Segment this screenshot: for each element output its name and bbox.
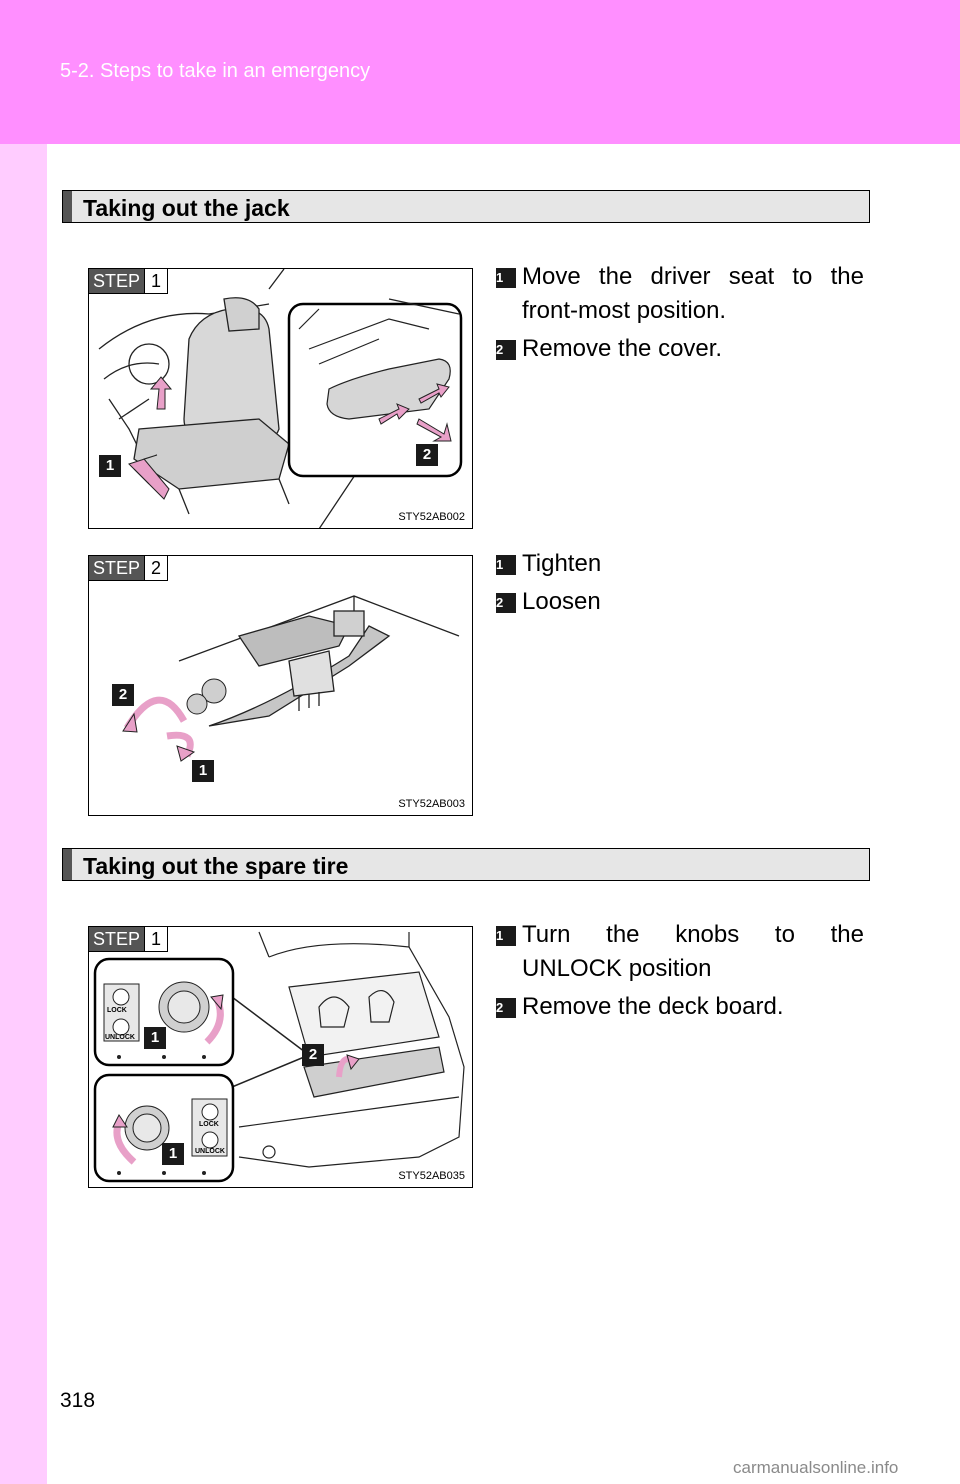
section-header-spare-tire: Taking out the spare tire	[62, 848, 870, 881]
section-header-jack: Taking out the jack	[62, 190, 870, 223]
instruction-item: 1 Turn the knobs to the UNLOCK position	[496, 918, 864, 986]
number-marker: 2	[496, 340, 516, 360]
step-number: 1	[144, 927, 168, 951]
callout-1: 1	[144, 1027, 166, 1049]
instruction-text: Remove the cover.	[522, 335, 723, 362]
figure-code: STY52AB002	[398, 511, 465, 523]
instruction-line: UNLOCK position	[522, 955, 712, 982]
jack-illustration	[122, 595, 460, 762]
number-marker: 2	[496, 593, 516, 613]
unlock-label: UNLOCK	[105, 1034, 135, 1041]
figure-code: STY52AB003	[398, 798, 465, 810]
section-title: Taking out the jack	[83, 195, 290, 221]
page-header: 5-2. Steps to take in an emergency	[0, 0, 960, 144]
instruction-item: 2 Loosen	[496, 585, 864, 619]
instruction-text: Loosen	[522, 588, 601, 615]
step-badge: STEP 1	[89, 927, 169, 952]
callout-1: 1	[192, 760, 214, 782]
figure-code: STY52AB035	[398, 1170, 465, 1182]
step-word: STEP	[89, 269, 145, 293]
callout-2: 2	[112, 684, 134, 706]
instruction-text: Tighten	[522, 550, 602, 577]
section-bar	[63, 191, 72, 222]
figure-step1-spare-tire: LOCK UNLOCK LOCK UNLOCK STEP 1 1 2 1 STY…	[88, 926, 473, 1188]
section-bar	[63, 849, 72, 880]
step-number: 2	[144, 556, 168, 580]
callout-2: 2	[302, 1044, 324, 1066]
trunk-illustration	[93, 931, 465, 1183]
figure-step1-jack: STEP 1 1 2 STY52AB002	[88, 268, 473, 529]
section-breadcrumb: 5-2. Steps to take in an emergency	[60, 60, 371, 82]
side-margin-strip	[0, 144, 47, 1484]
step-badge: STEP 1	[89, 269, 169, 294]
step-badge: STEP 2	[89, 556, 169, 581]
instructions-step1-jack: 1 Move the driver seat to the front-most…	[496, 260, 864, 370]
lock-label: LOCK	[107, 1007, 127, 1014]
instruction-item: 2 Remove the deck board.	[496, 990, 864, 1024]
callout-1: 1	[99, 455, 121, 477]
number-marker: 2	[496, 998, 516, 1018]
unlock-label: UNLOCK	[195, 1148, 225, 1155]
seat-illustration	[98, 269, 463, 528]
number-marker: 1	[496, 926, 516, 946]
watermark: carmanualsonline.info	[733, 1458, 899, 1477]
callout-1: 1	[162, 1143, 184, 1165]
number-marker: 1	[496, 268, 516, 288]
instruction-line: Turn the knobs to the	[522, 921, 864, 948]
instruction-text: Remove the deck board.	[522, 993, 784, 1020]
lock-label: LOCK	[199, 1121, 219, 1128]
number-marker: 1	[496, 555, 516, 575]
section-title: Taking out the spare tire	[83, 853, 349, 879]
instruction-item: 2 Remove the cover.	[496, 332, 864, 366]
instructions-step2-jack: 1 Tighten 2 Loosen	[496, 547, 864, 623]
instruction-item: 1 Tighten	[496, 547, 864, 581]
instruction-line: Move the driver seat to the	[522, 263, 864, 290]
step-word: STEP	[89, 556, 145, 580]
callout-2: 2	[416, 444, 438, 466]
page-number: 318	[60, 1389, 96, 1412]
figure-step2-jack: STEP 2 2 1 STY52AB003	[88, 555, 473, 816]
step-word: STEP	[89, 927, 145, 951]
step-number: 1	[144, 269, 168, 293]
instruction-line: front-most position.	[522, 297, 727, 324]
instruction-item: 1 Move the driver seat to the front-most…	[496, 260, 864, 328]
instructions-step1-spare-tire: 1 Turn the knobs to the UNLOCK position …	[496, 918, 864, 1028]
